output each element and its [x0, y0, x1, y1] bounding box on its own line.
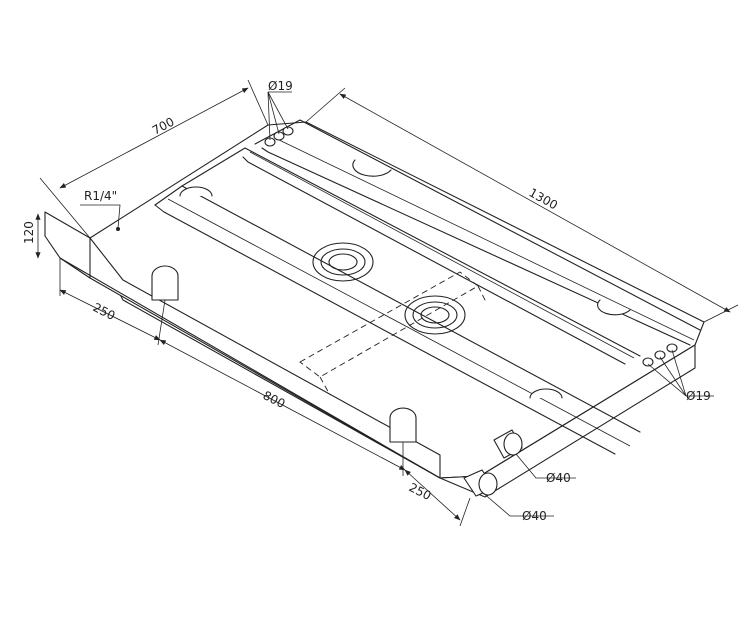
label-pipe-upper: Ø40	[546, 471, 571, 485]
leader-thread-dot	[116, 227, 120, 231]
ext-length-a	[305, 87, 346, 123]
label-port-right: Ø19	[686, 389, 711, 403]
leader-port-right-3	[671, 349, 687, 397]
groove-1	[167, 198, 631, 447]
label-gap-left: 250	[91, 300, 118, 323]
leader-port-top-2	[267, 91, 280, 135]
label-length: 1300	[527, 185, 561, 212]
notch-face-right	[389, 407, 417, 443]
ports-top	[264, 126, 294, 147]
pipe-lower	[463, 469, 498, 497]
leader-thread	[80, 204, 121, 229]
dim-line-center	[159, 339, 406, 471]
leader-pipe-upper	[515, 453, 576, 479]
notch-front-right	[529, 388, 563, 399]
port-top-3	[282, 126, 294, 136]
leader-port-top-3	[267, 91, 289, 130]
ext-width-b	[247, 79, 269, 126]
leader-port-right-2	[659, 356, 687, 397]
ext-chain-d	[459, 497, 471, 527]
dim-line-length	[339, 93, 731, 313]
label-thread: R1/4"	[84, 189, 117, 203]
ext-chain-b	[157, 299, 166, 346]
dim-line-gap-left	[59, 289, 161, 341]
port-right-3	[666, 343, 678, 353]
plate-left-top-edge	[44, 211, 91, 239]
label-center: 800	[261, 388, 288, 411]
label-width: 700	[150, 115, 177, 138]
ext-length-b	[703, 304, 739, 323]
leader-port-right-1	[647, 363, 687, 397]
dim-line-width	[59, 87, 249, 189]
port-right-2	[654, 350, 666, 360]
pipe-upper	[493, 429, 523, 459]
slot-1-edge-b	[154, 204, 616, 455]
label-gap-right: 250	[407, 480, 434, 503]
port-top-2	[273, 131, 285, 141]
notch-face-left	[151, 265, 179, 301]
label-pipe-lower: Ø40	[522, 509, 547, 523]
port-right-1	[642, 357, 654, 367]
pipes	[463, 429, 523, 497]
dim-line-gap-right	[404, 469, 461, 521]
label-height: 120	[22, 221, 36, 244]
dimension-lines	[35, 79, 739, 527]
ports-right	[642, 343, 678, 367]
leader-port-top-1	[267, 91, 271, 141]
ext-width-a	[39, 177, 91, 239]
label-port-top: Ø19	[268, 79, 293, 93]
leader-pipe-lower	[481, 491, 554, 517]
